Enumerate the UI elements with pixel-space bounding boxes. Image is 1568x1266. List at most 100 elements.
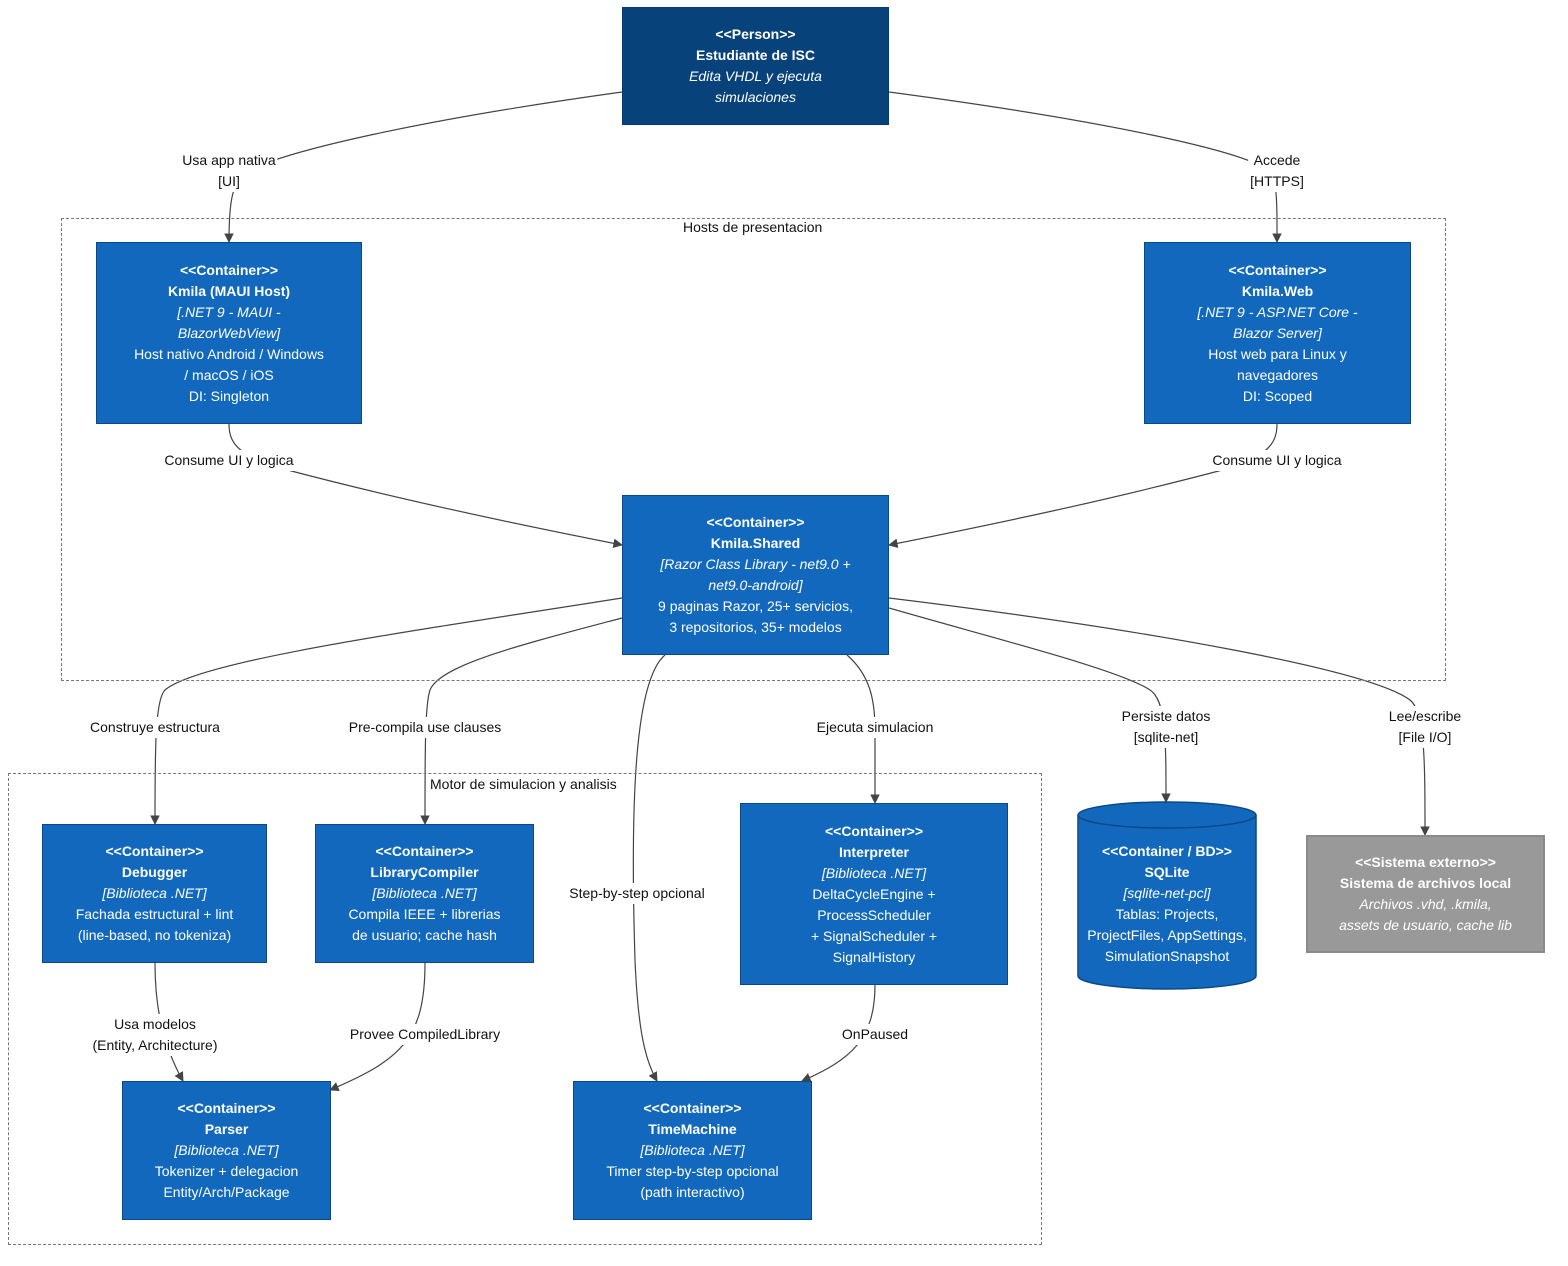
node-technology: [Biblioteca .NET] xyxy=(640,1142,745,1158)
edge-web-shared xyxy=(888,423,1278,549)
edge-label-shared-timemachine: Step-by-step opcional xyxy=(567,883,707,904)
node-technology: [Biblioteca .NET] xyxy=(174,1142,279,1158)
node-description: DI: Singleton xyxy=(188,387,270,404)
node-kmila-web[interactable]: <<Container>> Kmila.Web [.NET 9 - ASP.NE… xyxy=(1144,242,1411,424)
node-description: / macOS / iOS xyxy=(184,366,274,383)
edge-label-shared-filesystem: Lee/escribe [File I/O] xyxy=(1386,706,1464,748)
node-description: Entity/Arch/Package xyxy=(163,1184,290,1200)
edge-label-compiler-parser: Provee CompiledLibrary xyxy=(347,1024,503,1045)
node-technology: [sqlite-net-pcl] xyxy=(1123,885,1211,901)
node-name: Kmila.Web xyxy=(1241,282,1314,299)
edge-label-maui-shared: Consume UI y logica xyxy=(162,450,296,471)
edge-label-line: Construye estructura xyxy=(90,719,220,735)
node-stereotype: <<Container>> xyxy=(179,261,279,278)
node-stereotype: <<Container>> xyxy=(177,1100,276,1116)
edge-maui-shared xyxy=(228,423,623,549)
node-stereotype: <<Container / BD>> xyxy=(1102,843,1232,859)
node-technology: [.NET 9 - MAUI - xyxy=(177,303,281,320)
node-kmila-shared[interactable]: <<Container>> Kmila.Shared [Razor Class … xyxy=(622,495,889,655)
edge-label-line: OnPaused xyxy=(841,1026,909,1042)
edge-student-web xyxy=(888,91,1282,243)
boundary-motor xyxy=(8,773,1042,1245)
node-name: Kmila (MAUI Host) xyxy=(167,282,291,299)
node-library-compiler[interactable]: <<Container>> LibraryCompiler [Bibliotec… xyxy=(315,824,534,963)
edge-label-line: Usa app nativa xyxy=(182,152,276,168)
node-description: SimulationSnapshot xyxy=(1104,948,1230,964)
node-stereotype: <<Container>> xyxy=(706,514,805,530)
edge-label-line: Lee/escribe xyxy=(1388,708,1462,724)
node-description: 9 paginas Razor, 25+ servicios, xyxy=(658,598,853,614)
edge-shared-compiler xyxy=(420,617,623,825)
node-technology: BlazorWebView] xyxy=(177,324,281,341)
edge-label-line: Ejecuta simulacion xyxy=(816,719,934,735)
edge-label-line: Pre-compila use clauses xyxy=(348,719,502,735)
node-technology: [Biblioteca .NET] xyxy=(102,885,207,901)
node-name: SQLite xyxy=(1144,864,1190,880)
node-student[interactable]: <<Person>> Estudiante de ISC Edita VHDL … xyxy=(622,7,889,125)
node-parser[interactable]: <<Container>> Parser [Biblioteca .NET] T… xyxy=(122,1081,331,1220)
node-description: + SignalScheduler + xyxy=(810,927,938,944)
node-name: Parser xyxy=(204,1121,249,1137)
edge-label-line: Provee CompiledLibrary xyxy=(349,1026,501,1042)
node-time-machine[interactable]: <<Container>> TimeMachine [Biblioteca .N… xyxy=(573,1081,812,1220)
edge-label-line: Step-by-step opcional xyxy=(569,885,705,901)
node-name: Interpreter xyxy=(838,843,910,860)
node-stereotype: <<Sistema externo>> xyxy=(1355,854,1496,870)
node-stereotype: <<Container>> xyxy=(105,843,204,859)
node-description: Tokenizer + delegacion xyxy=(154,1163,299,1179)
node-interpreter[interactable]: <<Container>> Interpreter [Biblioteca .N… xyxy=(740,803,1008,985)
node-name: Kmila.Shared xyxy=(710,535,801,551)
node-maui-host[interactable]: <<Container>> Kmila (MAUI Host) [.NET 9 … xyxy=(96,242,362,424)
node-description: Fachada estructural + lint xyxy=(75,906,234,922)
node-description: assets de usuario, cache lib xyxy=(1339,917,1512,933)
edge-label-line: (Entity, Architecture) xyxy=(92,1037,218,1053)
boundary-presentacion xyxy=(61,218,1446,681)
node-name: Sistema de archivos local xyxy=(1339,875,1512,891)
node-file-system[interactable]: <<Sistema externo>> Sistema de archivos … xyxy=(1306,835,1545,953)
edge-label-line: [sqlite-net] xyxy=(1133,729,1199,745)
boundary-motor-label: Motor de simulacion y analisis xyxy=(428,776,619,792)
node-description: 3 repositorios, 35+ modelos xyxy=(669,619,842,635)
edge-label-debugger-parser: Usa modelos (Entity, Architecture) xyxy=(90,1014,220,1056)
node-description: ProcessScheduler xyxy=(817,906,931,923)
node-name: TimeMachine xyxy=(648,1121,737,1137)
node-description: de usuario; cache hash xyxy=(352,927,497,943)
node-description: Host web para Linux y xyxy=(1208,345,1347,362)
node-sqlite-database[interactable]: <<Container / BD>> SQLite [sqlite-net-pc… xyxy=(1077,801,1257,990)
node-description: Host nativo Android / Windows xyxy=(134,345,324,362)
edge-label-student-web: Accede [HTTPS] xyxy=(1248,150,1306,192)
node-description: ProjectFiles, AppSettings, xyxy=(1087,927,1247,943)
edge-label-shared-debugger: Construye estructura xyxy=(88,717,222,738)
node-description: SignalHistory xyxy=(832,948,916,965)
node-stereotype: <<Container>> xyxy=(643,1100,742,1116)
edge-label-line: Persiste datos xyxy=(1121,708,1211,724)
node-debugger[interactable]: <<Container>> Debugger [Biblioteca .NET]… xyxy=(42,824,267,963)
node-technology: [Razor Class Library - net9.0 + xyxy=(660,556,851,572)
edge-label-shared-sqlite: Persiste datos [sqlite-net] xyxy=(1119,706,1213,748)
edge-label-line: [HTTPS] xyxy=(1250,173,1304,189)
edge-shared-timemachine xyxy=(632,654,666,1082)
node-name: LibraryCompiler xyxy=(370,864,479,880)
node-description: Archivos .vhd, .kmila, xyxy=(1359,896,1492,912)
node-description: Compila IEEE + librerias xyxy=(348,906,501,922)
node-technology: Blazor Server] xyxy=(1233,324,1322,341)
edge-label-shared-compiler: Pre-compila use clauses xyxy=(346,717,504,738)
edge-label-interpreter-timemachine: OnPaused xyxy=(839,1024,911,1045)
node-technology: [.NET 9 - ASP.NET Core - xyxy=(1197,303,1358,320)
node-description: navegadores xyxy=(1237,366,1318,383)
node-stereotype: <<Container>> xyxy=(1228,261,1327,278)
edge-label-shared-interpreter: Ejecuta simulacion xyxy=(814,717,936,738)
node-stereotype: <<Person>> xyxy=(715,26,796,42)
boundary-presentacion-label: Hosts de presentacion xyxy=(681,219,825,235)
node-name: Debugger xyxy=(121,864,188,880)
edge-label-line: [File I/O] xyxy=(1398,729,1452,745)
node-description: Timer step-by-step opcional xyxy=(606,1163,779,1179)
node-technology: [Biblioteca .NET] xyxy=(372,885,477,901)
node-description: (path interactivo) xyxy=(640,1184,745,1200)
node-stereotype: <<Container>> xyxy=(375,843,474,859)
node-technology: [Biblioteca .NET] xyxy=(821,864,927,881)
node-description: simulaciones xyxy=(715,89,796,105)
edge-student-maui xyxy=(224,91,623,243)
edge-label-line: Usa modelos xyxy=(114,1016,196,1032)
node-description: DeltaCycleEngine + xyxy=(812,885,936,902)
